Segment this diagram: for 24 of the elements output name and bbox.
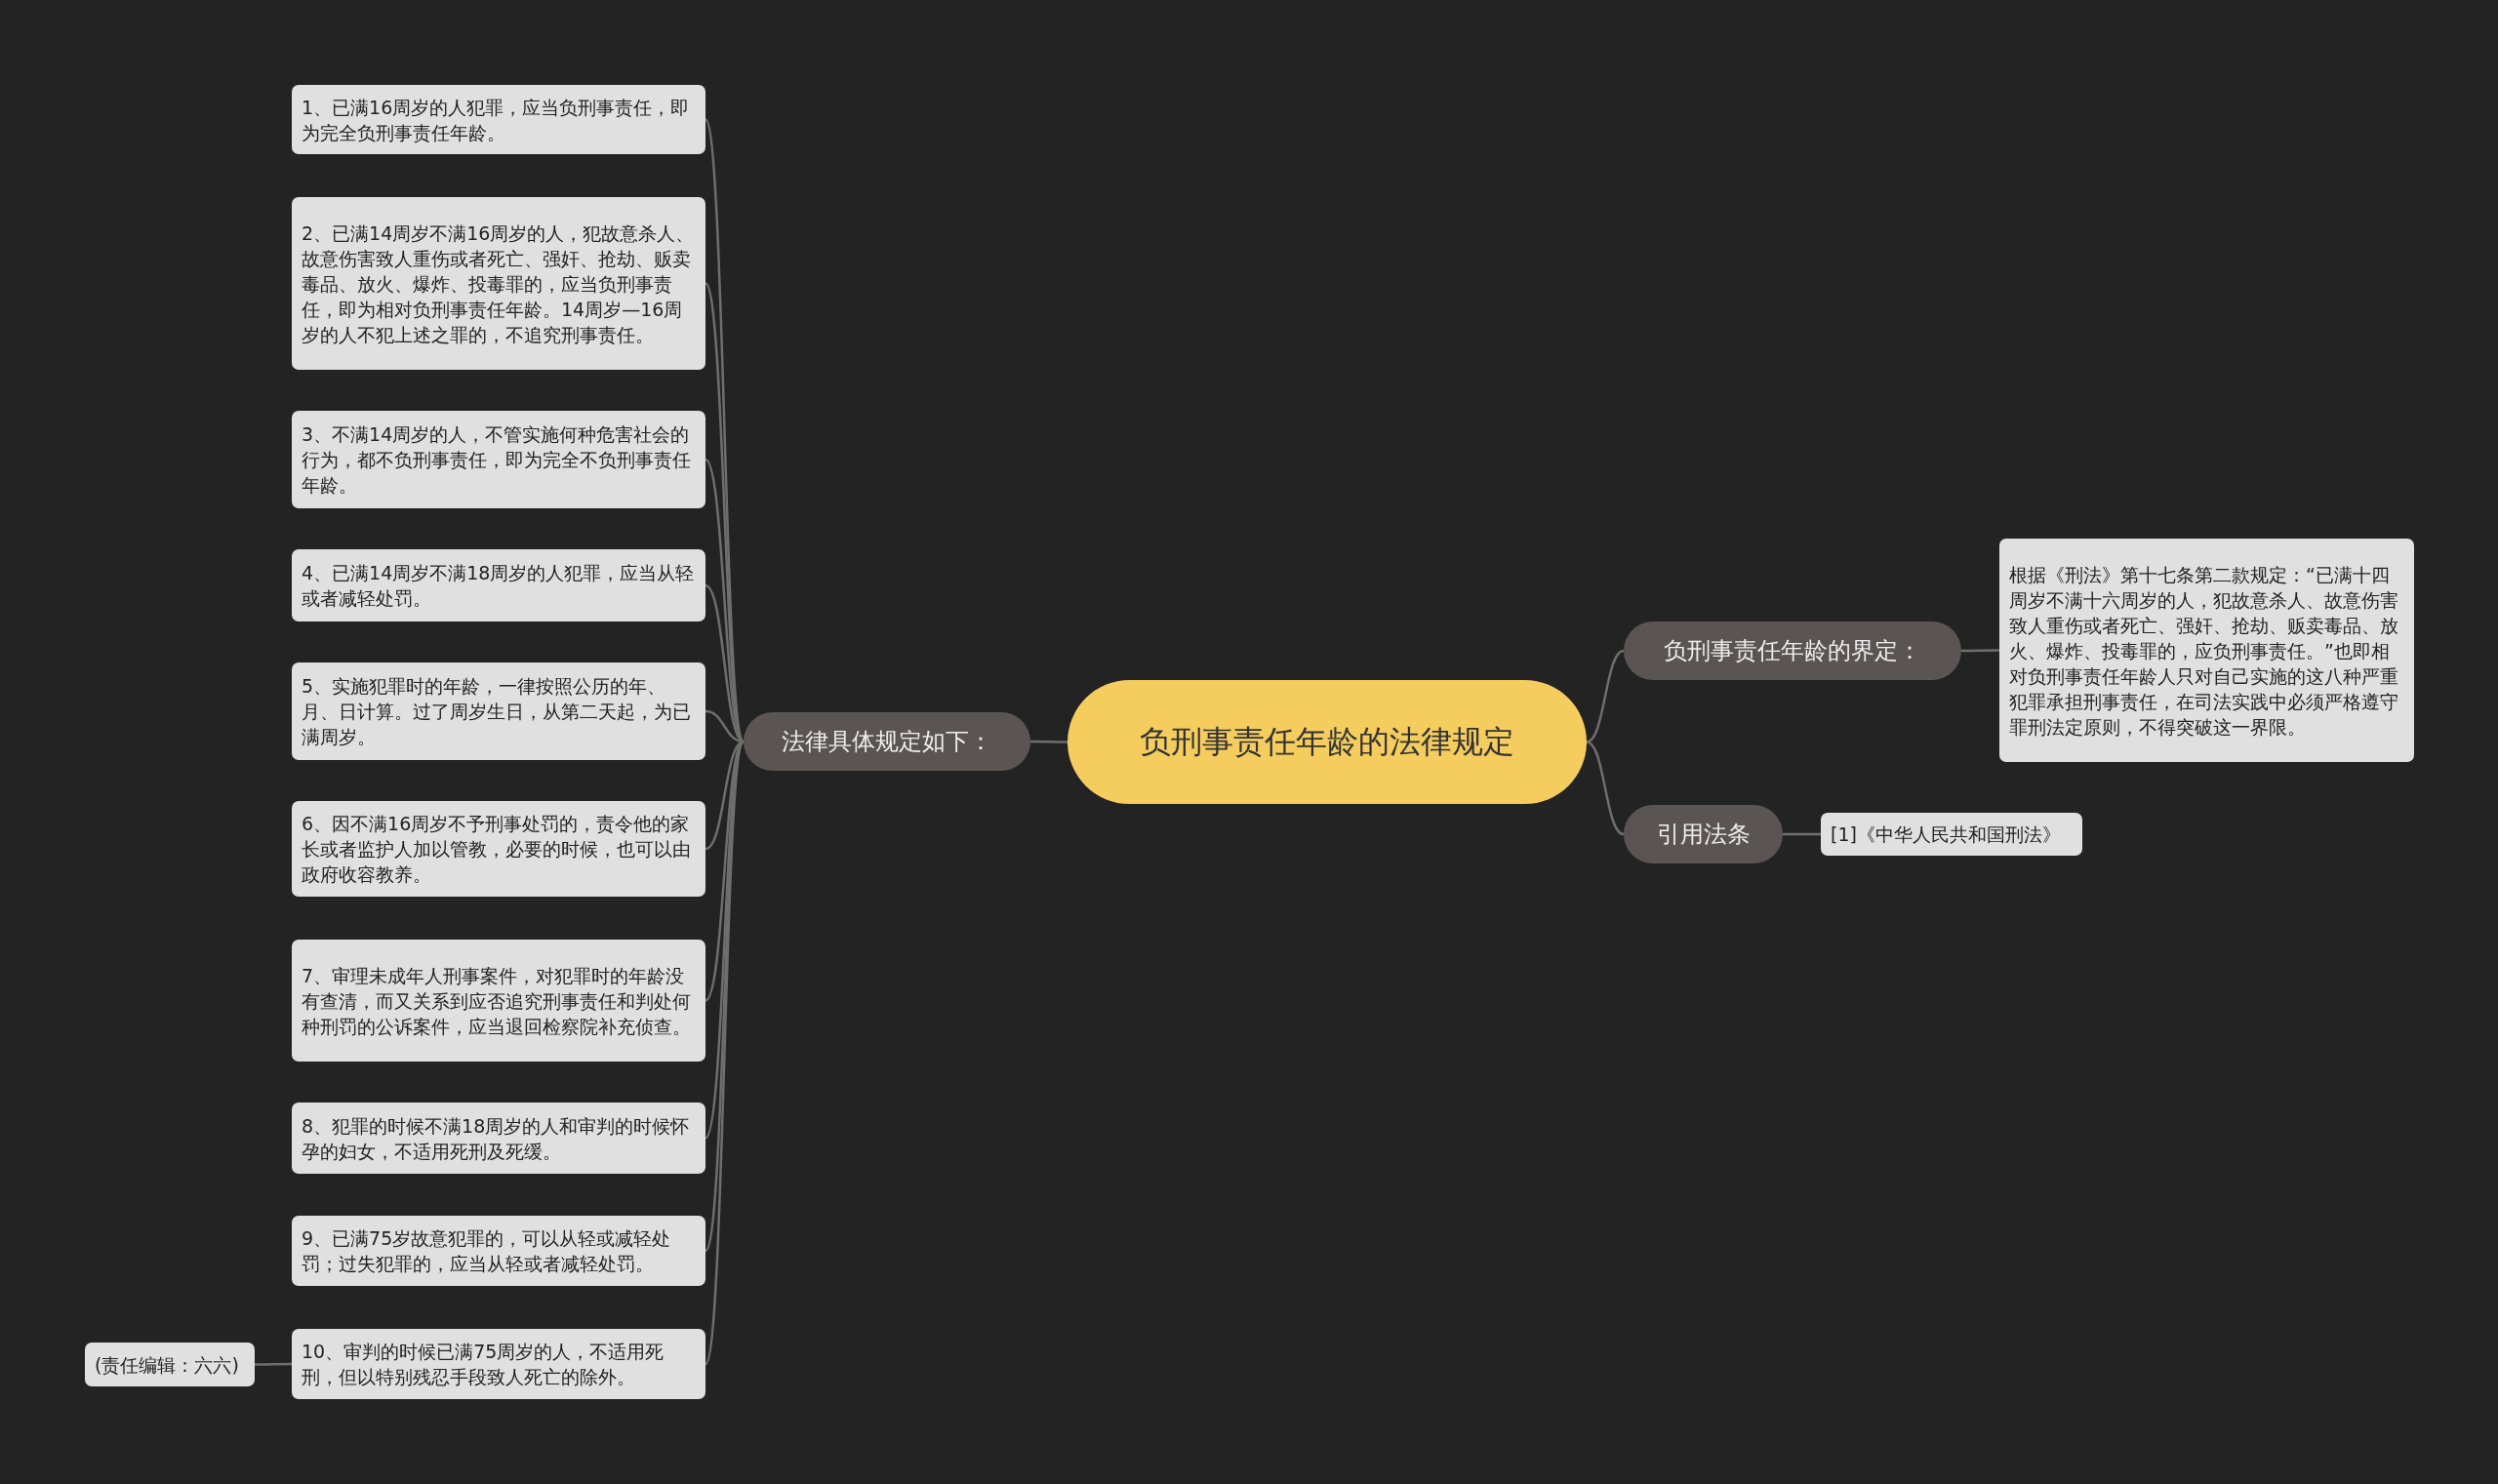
text-card: [1]《中华人民共和国刑法》 bbox=[1821, 813, 2082, 856]
connector-line bbox=[704, 282, 745, 742]
text-card: (责任编辑：六六) bbox=[85, 1343, 255, 1386]
branch-topic: 引用法条 bbox=[1624, 805, 1783, 863]
connector-line bbox=[1586, 741, 1625, 836]
central-topic: 负刑事责任年龄的法律规定 bbox=[1068, 680, 1587, 804]
text-card: 6、因不满16周岁不予刑事处罚的，责令他的家长或者监护人加以管教，必要的时候，也可以由政府收容教养。 bbox=[292, 801, 705, 897]
text-card: 8、犯罪的时候不满18周岁的人和审判的时候怀孕的妇女，不适用死刑及死缓。 bbox=[292, 1103, 705, 1174]
text-card: 5、实施犯罪时的年龄，一律按照公历的年、月、日计算。过了周岁生日，从第二天起，为已满周岁。 bbox=[292, 662, 705, 760]
text-card: 4、已满14周岁不满18周岁的人犯罪，应当从轻或者减轻处罚。 bbox=[292, 549, 705, 622]
connector-line bbox=[1783, 832, 1821, 836]
connector-line bbox=[255, 1362, 292, 1366]
text-card: 9、已满75岁故意犯罪的，可以从轻或减轻处罚；过失犯罪的，应当从轻或者减轻处罚。 bbox=[292, 1216, 705, 1286]
text-card: 1、已满16周岁的人犯罪，应当负刑事责任，即为完全负刑事责任年龄。 bbox=[292, 85, 705, 154]
text-card: 10、审判的时候已满75周岁的人，不适用死刑，但以特别残忍手段致人死亡的除外。 bbox=[292, 1329, 705, 1399]
text-card: 3、不满14周岁的人，不管实施何种危害社会的行为，都不负刑事责任，即为完全不负刑事责任年龄。 bbox=[292, 411, 705, 508]
branch-topic: 负刑事责任年龄的界定： bbox=[1624, 622, 1961, 680]
connector-line bbox=[1030, 740, 1068, 743]
branch-topic: 法律具体规定如下： bbox=[744, 712, 1030, 771]
connector-line bbox=[1586, 649, 1625, 743]
text-card: 7、审理未成年人刑事案件，对犯罪时的年龄没有查清，而又关系到应否追究刑事责任和判处何种刑罚的公诉案件，应当退回检察院补充侦查。 bbox=[292, 940, 705, 1062]
connector-line bbox=[1961, 649, 1999, 653]
text-card: 2、已满14周岁不满16周岁的人，犯故意杀人、故意伤害致人重伤或者死亡、强奸、抢劫、贩卖毒品、放火、爆炸、投毒罪的，应当负刑事责任，即为相对负刑事责任年龄。14周岁—16周岁的人不犯上述之罪的，不追究刑事责任。 bbox=[292, 197, 705, 370]
text-card: 根据《刑法》第十七条第二款规定：“已满十四周岁不满十六周岁的人，犯故意杀人、故意伤害致人重伤或者死亡、强奸、抢劫、贩卖毒品、放火、爆炸、投毒罪的，应负刑事责任。”也即相对负刑事责任年龄人只对自己实施的这八种严重犯罪承担刑事责任，在司法实践中必须严格遵守罪刑法定原则，不得突破这一界限。 bbox=[1999, 539, 2414, 762]
